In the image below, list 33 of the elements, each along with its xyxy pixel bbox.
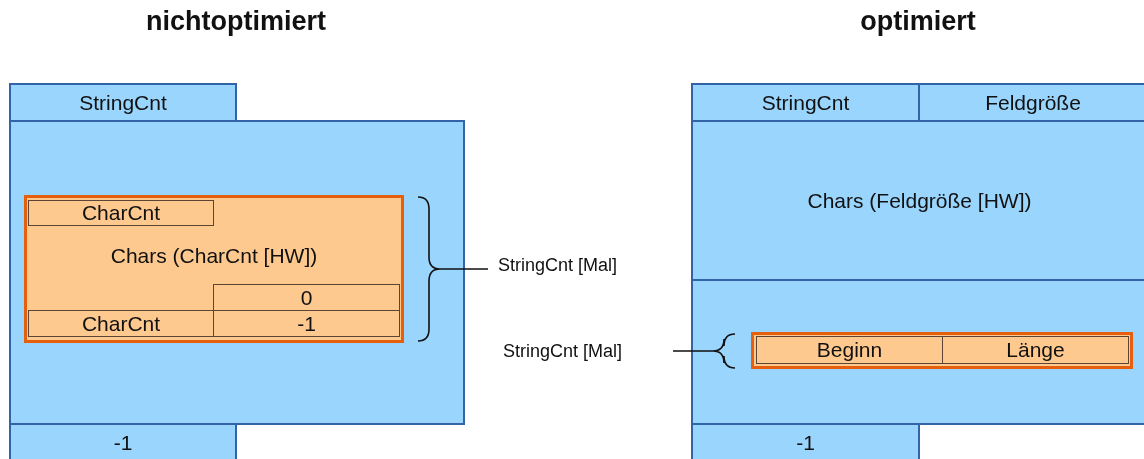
memory-block xyxy=(691,279,1144,425)
string-record xyxy=(751,332,1133,369)
repeat-count-label: StringCnt [Mal] xyxy=(498,255,618,277)
field-cell xyxy=(213,310,400,337)
field-cell xyxy=(942,336,1129,364)
field-label: CharCnt xyxy=(80,201,162,225)
field-label: -1 xyxy=(795,431,816,455)
repeat-count-label: StringCnt [Mal] xyxy=(503,341,623,363)
field-cell xyxy=(28,310,214,337)
field-label: CharCnt xyxy=(80,311,162,336)
header-box xyxy=(691,83,920,122)
footer-box xyxy=(9,423,237,459)
header-box xyxy=(918,83,1144,122)
field-label: 0 xyxy=(299,285,314,310)
field-label: Feldgröße xyxy=(984,90,1082,115)
field-label: Chars (CharCnt [HW]) xyxy=(109,244,319,268)
memory-block xyxy=(9,120,465,425)
field-label: StringCnt xyxy=(760,90,851,115)
field-cell xyxy=(28,200,214,226)
section-title: optimiert xyxy=(860,5,976,37)
footer-box xyxy=(691,423,920,459)
field-label: Länge xyxy=(1005,338,1066,362)
field-cell xyxy=(213,284,400,311)
header-box xyxy=(9,83,237,122)
section-title: nichtoptimiert xyxy=(146,5,326,37)
string-record xyxy=(24,195,404,343)
field-label: -1 xyxy=(112,431,134,455)
field-label: -1 xyxy=(296,311,317,336)
field-label: StringCnt xyxy=(78,90,168,115)
field-label: Chars (Feldgröße [HW]) xyxy=(806,188,1033,213)
field-cell xyxy=(756,336,943,364)
field-label: Beginn xyxy=(815,338,884,362)
chars-block xyxy=(691,120,1144,281)
